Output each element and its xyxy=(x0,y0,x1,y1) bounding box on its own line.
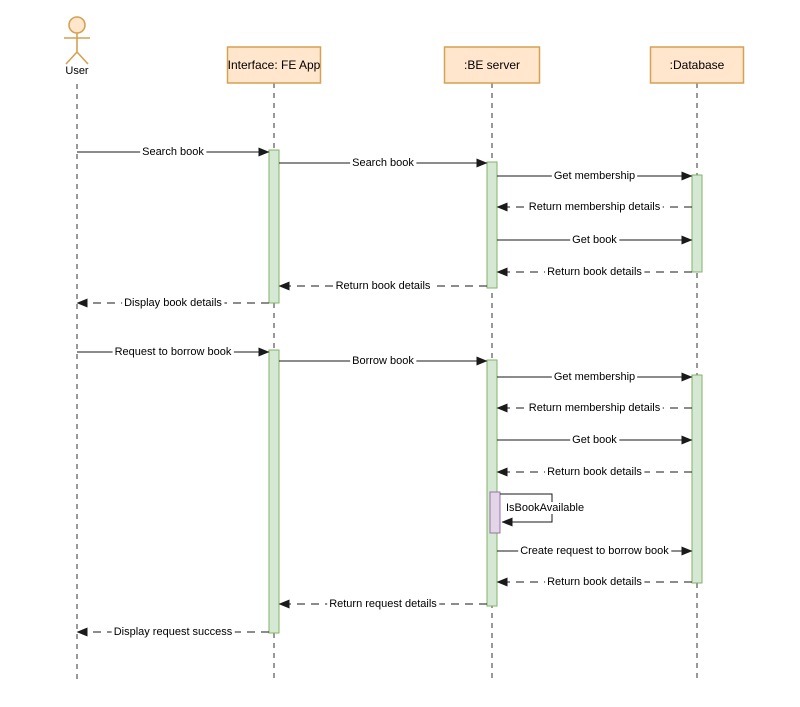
message-label-group: Get membership xyxy=(551,371,638,383)
participant-box-be xyxy=(443,46,541,84)
actor-leg-right xyxy=(76,51,89,65)
activation-bar-be xyxy=(486,359,498,607)
self-activation-bar-be xyxy=(489,491,501,534)
label-bg xyxy=(570,434,620,446)
label-bg xyxy=(570,234,620,246)
label-bg xyxy=(327,598,440,610)
message-label: Return membership details xyxy=(529,201,661,213)
message-label-group: Search book xyxy=(350,157,417,169)
message-label: Return request details xyxy=(329,598,437,610)
message-label: Create request to borrow book xyxy=(520,545,669,557)
message-label: Request to borrow book xyxy=(115,346,232,358)
label-bg xyxy=(545,466,645,478)
message-label: Get membership xyxy=(554,170,635,182)
activation-bar-be xyxy=(486,161,498,289)
actor-head xyxy=(68,16,86,34)
message-label: Get book xyxy=(572,234,617,246)
message-label-group: IsBookAvailable xyxy=(504,502,587,514)
message-label-group: Get membership xyxy=(551,170,638,182)
message-label-group: Return book details xyxy=(545,466,645,478)
label-bg xyxy=(140,146,207,158)
message-label: Get book xyxy=(572,434,617,446)
message-label: Return membership details xyxy=(529,402,661,414)
message-label-group: Display request success xyxy=(111,626,235,638)
label-bg xyxy=(551,371,638,383)
message-label: Search book xyxy=(352,157,414,169)
label-bg xyxy=(545,266,645,278)
label-bg xyxy=(112,346,234,358)
message-label-group: Get book xyxy=(570,434,620,446)
actor-figure-user xyxy=(64,16,90,65)
message-label: Display book details xyxy=(124,297,222,309)
participant-label-fe: Interface: FE App xyxy=(228,58,321,72)
message-label: Search book xyxy=(142,146,204,158)
label-bg xyxy=(111,626,235,638)
label-bg xyxy=(545,576,645,588)
label-bg xyxy=(518,545,672,557)
message-label-group: Create request to borrow book xyxy=(518,545,672,557)
actor-label: User xyxy=(65,65,89,77)
label-bg xyxy=(333,280,433,292)
message-label-group: Search book xyxy=(140,146,207,158)
message-label-group: Borrow book xyxy=(350,355,417,367)
participant-box-fe xyxy=(226,46,322,84)
message-label: Return book details xyxy=(547,466,642,478)
message-label-group: Return book details xyxy=(545,576,645,588)
message-label-group: Get book xyxy=(570,234,620,246)
label-bg xyxy=(526,201,663,213)
message-label-group: Return membership details xyxy=(526,402,663,414)
activation-bar-fe xyxy=(268,349,280,634)
message-label-group: Return membership details xyxy=(526,201,663,213)
activation-bar-db xyxy=(691,174,703,273)
participant-label-db: :Database xyxy=(670,58,725,72)
message-label-group: Return request details xyxy=(327,598,440,610)
message-label-group: Display book details xyxy=(122,297,225,309)
message-label: Return book details xyxy=(547,576,642,588)
message-label: Get membership xyxy=(554,371,635,383)
message-label-group: Return book details xyxy=(545,266,645,278)
actor-leg-left xyxy=(65,51,78,65)
label-bg xyxy=(526,402,663,414)
activation-bar-fe xyxy=(268,149,280,304)
label-bg xyxy=(504,502,587,514)
label-bg xyxy=(350,355,417,367)
participant-box-db xyxy=(649,46,745,84)
activation-bar-db xyxy=(691,374,703,584)
participant-label-be: :BE server xyxy=(464,58,520,72)
message-label-group: Request to borrow book xyxy=(112,346,234,358)
message-label: Return book details xyxy=(336,280,431,292)
message-label: Display request success xyxy=(114,626,233,638)
message-label: IsBookAvailable xyxy=(506,502,584,514)
message-label-group: Return book details xyxy=(333,280,433,292)
message-label: Return book details xyxy=(547,266,642,278)
message-label: Borrow book xyxy=(352,355,414,367)
label-bg xyxy=(551,170,638,182)
label-bg xyxy=(122,297,225,309)
label-bg xyxy=(350,157,417,169)
